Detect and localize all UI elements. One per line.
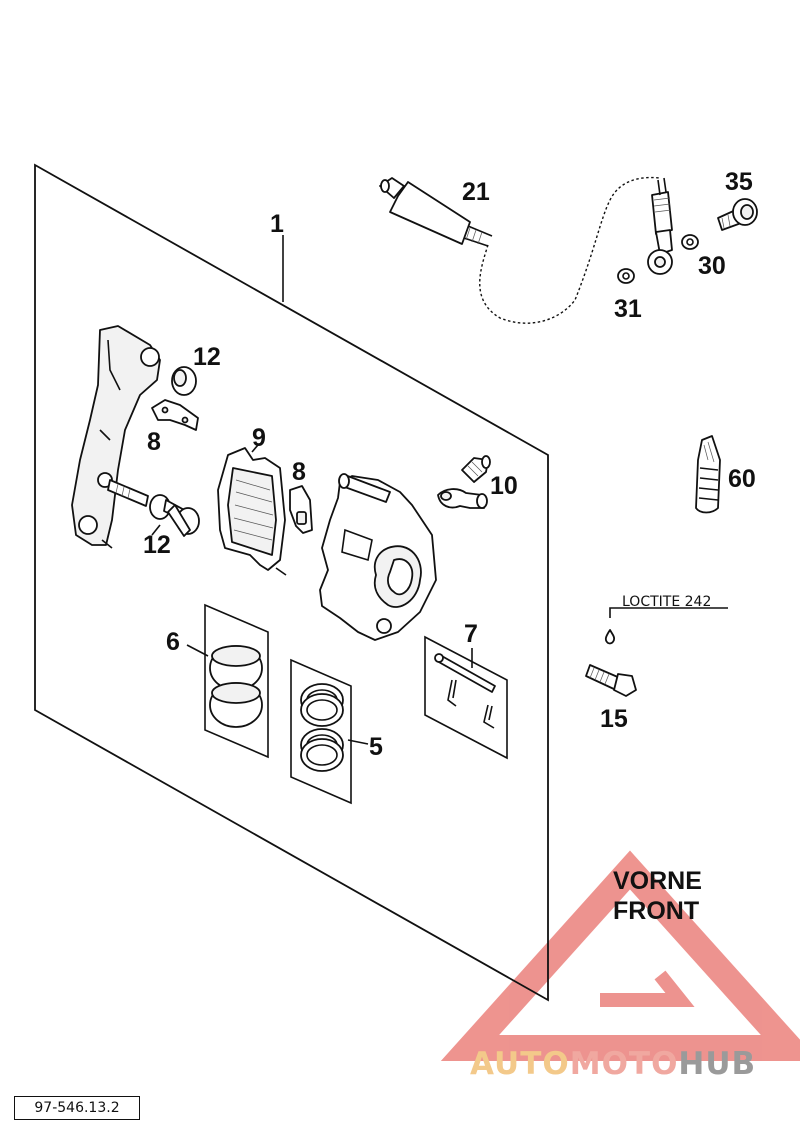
label-part-8-left: 8 xyxy=(147,428,161,456)
banjo-fitting xyxy=(647,177,673,275)
brand-auto: AUTO xyxy=(470,1046,570,1082)
loctite-drop-icon xyxy=(604,629,615,645)
leader-9 xyxy=(251,444,259,453)
sealant-tube xyxy=(695,435,721,514)
label-part-21: 21 xyxy=(462,178,490,206)
caliper-body xyxy=(319,473,437,641)
watermark-logo-icon xyxy=(440,850,800,1061)
pad-pin-and-clips xyxy=(434,653,496,729)
loctite-note: LOCTITE 242 xyxy=(622,594,711,610)
leader-5 xyxy=(347,739,369,745)
brake-pad xyxy=(217,447,287,576)
label-part-35: 35 xyxy=(725,168,753,196)
label-part-1: 1 xyxy=(270,210,284,238)
leader-6 xyxy=(186,644,209,657)
label-part-5: 5 xyxy=(369,733,383,761)
label-part-12-lower: 12 xyxy=(143,531,171,559)
label-part-31: 31 xyxy=(614,295,642,323)
pistons xyxy=(209,645,263,728)
label-part-30: 30 xyxy=(698,252,726,280)
washer-31 xyxy=(617,268,635,284)
pad-spring-clip-left xyxy=(151,399,199,431)
label-part-60: 60 xyxy=(728,465,756,493)
leader-12-lower xyxy=(151,524,161,536)
brand-moto: MOTO xyxy=(569,1046,679,1082)
pad-spring-clip-right xyxy=(289,485,313,534)
label-part-9: 9 xyxy=(252,424,266,452)
brand-hub: HUB xyxy=(678,1046,757,1082)
bleed-screw xyxy=(437,455,491,509)
kit-panel-outline xyxy=(34,163,549,1002)
pistons-panel xyxy=(204,603,269,759)
drawing-code: 97-546.13.2 xyxy=(14,1096,140,1120)
banjo-bolt xyxy=(717,198,758,231)
pin-kit-panel xyxy=(424,635,508,760)
loctite-leader xyxy=(609,607,728,618)
bushing-upper xyxy=(171,366,197,396)
watermark-brand: AUTOMOTOHUB xyxy=(470,1046,756,1082)
washer-30 xyxy=(681,234,699,250)
orientation-vorne: VORNE xyxy=(613,867,702,895)
label-part-7: 7 xyxy=(464,620,478,648)
bolt-15 xyxy=(585,664,637,697)
label-part-8-right: 8 xyxy=(292,458,306,486)
label-part-6: 6 xyxy=(166,628,180,656)
label-part-15: 15 xyxy=(600,705,628,733)
bracket-pin xyxy=(107,479,149,507)
label-part-10: 10 xyxy=(490,472,518,500)
label-part-12-upper: 12 xyxy=(193,343,221,371)
seals-panel xyxy=(290,658,352,805)
piston-seals xyxy=(300,683,344,772)
orientation-front: FRONT xyxy=(613,897,699,925)
brake-hose xyxy=(379,176,661,324)
guide-pin-with-bushing xyxy=(149,494,200,537)
